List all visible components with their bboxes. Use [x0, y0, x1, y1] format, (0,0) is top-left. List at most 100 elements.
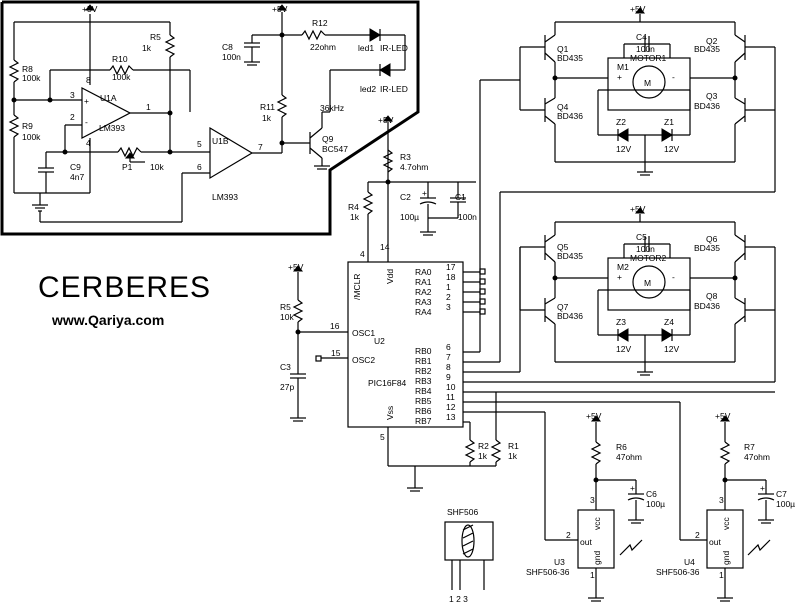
transistor-q8 [734, 315, 746, 325]
pin-label: RB2 [415, 366, 432, 376]
z3-label: Z3 [616, 317, 626, 327]
motor-m1 [632, 65, 666, 99]
pin-number: 3 [70, 90, 75, 100]
resistor-r5b [292, 299, 304, 323]
z2-label: Z2 [616, 117, 626, 127]
r8-label: R8 [22, 64, 33, 74]
q3-label: Q3 [706, 91, 718, 101]
r12-value: 22ohm [310, 42, 336, 52]
polarity: + [760, 483, 765, 493]
pin-number: 8 [446, 362, 451, 372]
c9-label: C9 [70, 162, 81, 172]
transistor-q8 [734, 297, 746, 305]
shf506-lens [461, 524, 475, 558]
pin-number: 6 [446, 342, 451, 352]
p1-value: 10k [150, 162, 164, 172]
capacitor-c2 [419, 201, 437, 205]
shf506-lens-hatch [462, 524, 474, 531]
q1-value: BD435 [557, 53, 583, 63]
pin-number: 10 [446, 382, 456, 392]
transistor-q2 [734, 34, 746, 43]
pin-number: 15 [331, 348, 341, 358]
supply-label: +5V [288, 262, 304, 272]
r10-label: R10 [112, 54, 128, 64]
c8-label: C8 [222, 42, 233, 52]
pin-number: 3 [719, 495, 724, 505]
m1-label: M1 [617, 62, 629, 72]
pin-number: 2 [70, 112, 75, 122]
pin-label: Vdd [385, 269, 395, 284]
resistor-r11 [276, 94, 288, 118]
c1-label: C1 [455, 192, 466, 202]
motor-plus: + [617, 72, 622, 82]
q2-label: Q2 [706, 36, 718, 46]
supply-arrow [84, 4, 96, 11]
q9-label: Q9 [322, 134, 334, 144]
resistor-r1 [490, 439, 502, 463]
transistor-q5 [544, 234, 556, 243]
u2-label: U2 [374, 336, 385, 346]
c4-label: C4 [636, 32, 647, 42]
transistor-q7 [544, 297, 556, 305]
pin-label: OSC1 [352, 328, 375, 338]
pin-number: 1 [446, 282, 451, 292]
c9-value: 4n7 [70, 172, 84, 182]
supply-label: +5V [82, 4, 98, 14]
pin-label: /MCLR [352, 274, 362, 300]
r11-label: R11 [260, 102, 275, 112]
pin-label: Vss [385, 406, 395, 420]
q6-value: BD435 [694, 243, 720, 253]
r2-label: R2 [478, 441, 489, 451]
supply-label: +5V [272, 4, 288, 14]
pin-number: 2 [446, 292, 451, 302]
pin-label: vcc [592, 517, 602, 531]
frequency-label: 36kHz [320, 103, 344, 113]
pin-label: RA2 [415, 287, 432, 297]
u1b-value: LM393 [212, 192, 238, 202]
u4-value: SHF506-36 [656, 567, 700, 577]
q7-label: Q7 [557, 302, 569, 312]
motor-plus: + [617, 272, 622, 282]
junction [593, 477, 599, 483]
motor1-label: MOTOR1 [630, 53, 666, 63]
q5-value: BD435 [557, 251, 583, 261]
pin-label: RB1 [415, 356, 432, 366]
transistor-q7 [544, 315, 556, 325]
junction [732, 275, 738, 281]
r10-value: 100k [112, 72, 131, 82]
opamp-u1a [81, 87, 132, 139]
c3-label: C3 [280, 362, 291, 372]
r5b-value: 10k [280, 312, 294, 322]
r4-label: R4 [348, 202, 359, 212]
transistor-q9 [309, 147, 323, 159]
r1-label: R1 [508, 441, 519, 451]
c7-label: C7 [776, 489, 787, 499]
ir-signal-icon [747, 539, 771, 556]
led2-label: led2 [360, 84, 376, 94]
r5a-value: 1k [142, 43, 152, 53]
shf506-pin-numbers: 1 2 3 [449, 594, 468, 604]
q7-value: BD436 [557, 311, 583, 321]
q4-label: Q4 [557, 102, 569, 112]
pin-number: 6 [197, 162, 202, 172]
pin-number: 18 [446, 272, 456, 282]
resistor-r12 [301, 29, 326, 41]
u2-value: PIC16F84 [368, 378, 407, 388]
u3-value: SHF506-36 [526, 567, 570, 577]
pin-number: 12 [446, 402, 456, 412]
pin-label: RA0 [415, 267, 432, 277]
led1-diode [369, 28, 381, 42]
motor-m1-symbol: M [644, 78, 651, 88]
pin-label: RB5 [415, 396, 432, 406]
led2-diode [379, 63, 391, 77]
pin-end [479, 278, 486, 285]
q5-label: Q5 [557, 242, 569, 252]
junction [552, 275, 558, 281]
pin-label: gnd [721, 551, 731, 565]
pin-number: 1 [590, 570, 595, 580]
pin-label: RA1 [415, 277, 432, 287]
q4-value: BD436 [557, 111, 583, 121]
polarity: + [422, 188, 427, 198]
